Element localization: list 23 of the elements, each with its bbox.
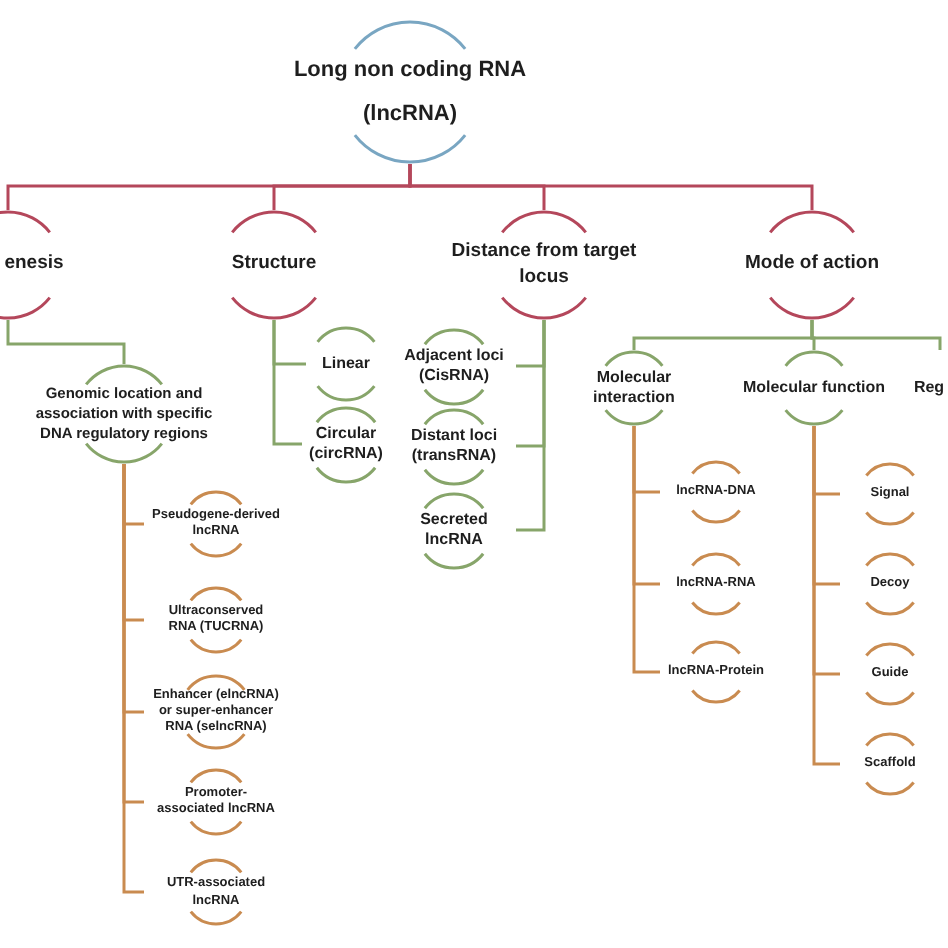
connector-line (272, 320, 302, 446)
connector-line (632, 426, 660, 674)
node-label: Linear (321, 353, 370, 375)
connector-line (516, 320, 546, 532)
topic-node (0, 210, 68, 320)
node-label: Secreted lncRNA (418, 509, 490, 551)
connector-line (408, 164, 814, 210)
node-label: Circular (circRNA) (307, 423, 385, 465)
node-label: Distant loci (transRNA) (408, 425, 500, 467)
node-label: Reg (913, 378, 945, 398)
node-label: Mode of action (744, 252, 880, 278)
node-label: Molecular interaction (591, 368, 677, 408)
node-label: Molecular function (742, 378, 886, 398)
node-label: Adjacent loci (CisRNA) (402, 345, 506, 387)
node-label: enesis (4, 252, 64, 278)
topic-node (32, 364, 216, 464)
node-label: Distance from target locus (449, 239, 639, 291)
node-label: Structure (231, 252, 317, 278)
connector-line (812, 426, 840, 766)
connector-line (122, 464, 144, 894)
connector-line (6, 320, 126, 364)
connector-line (810, 320, 942, 350)
node-label: Long non coding RNA (lncRNA) (291, 56, 529, 130)
